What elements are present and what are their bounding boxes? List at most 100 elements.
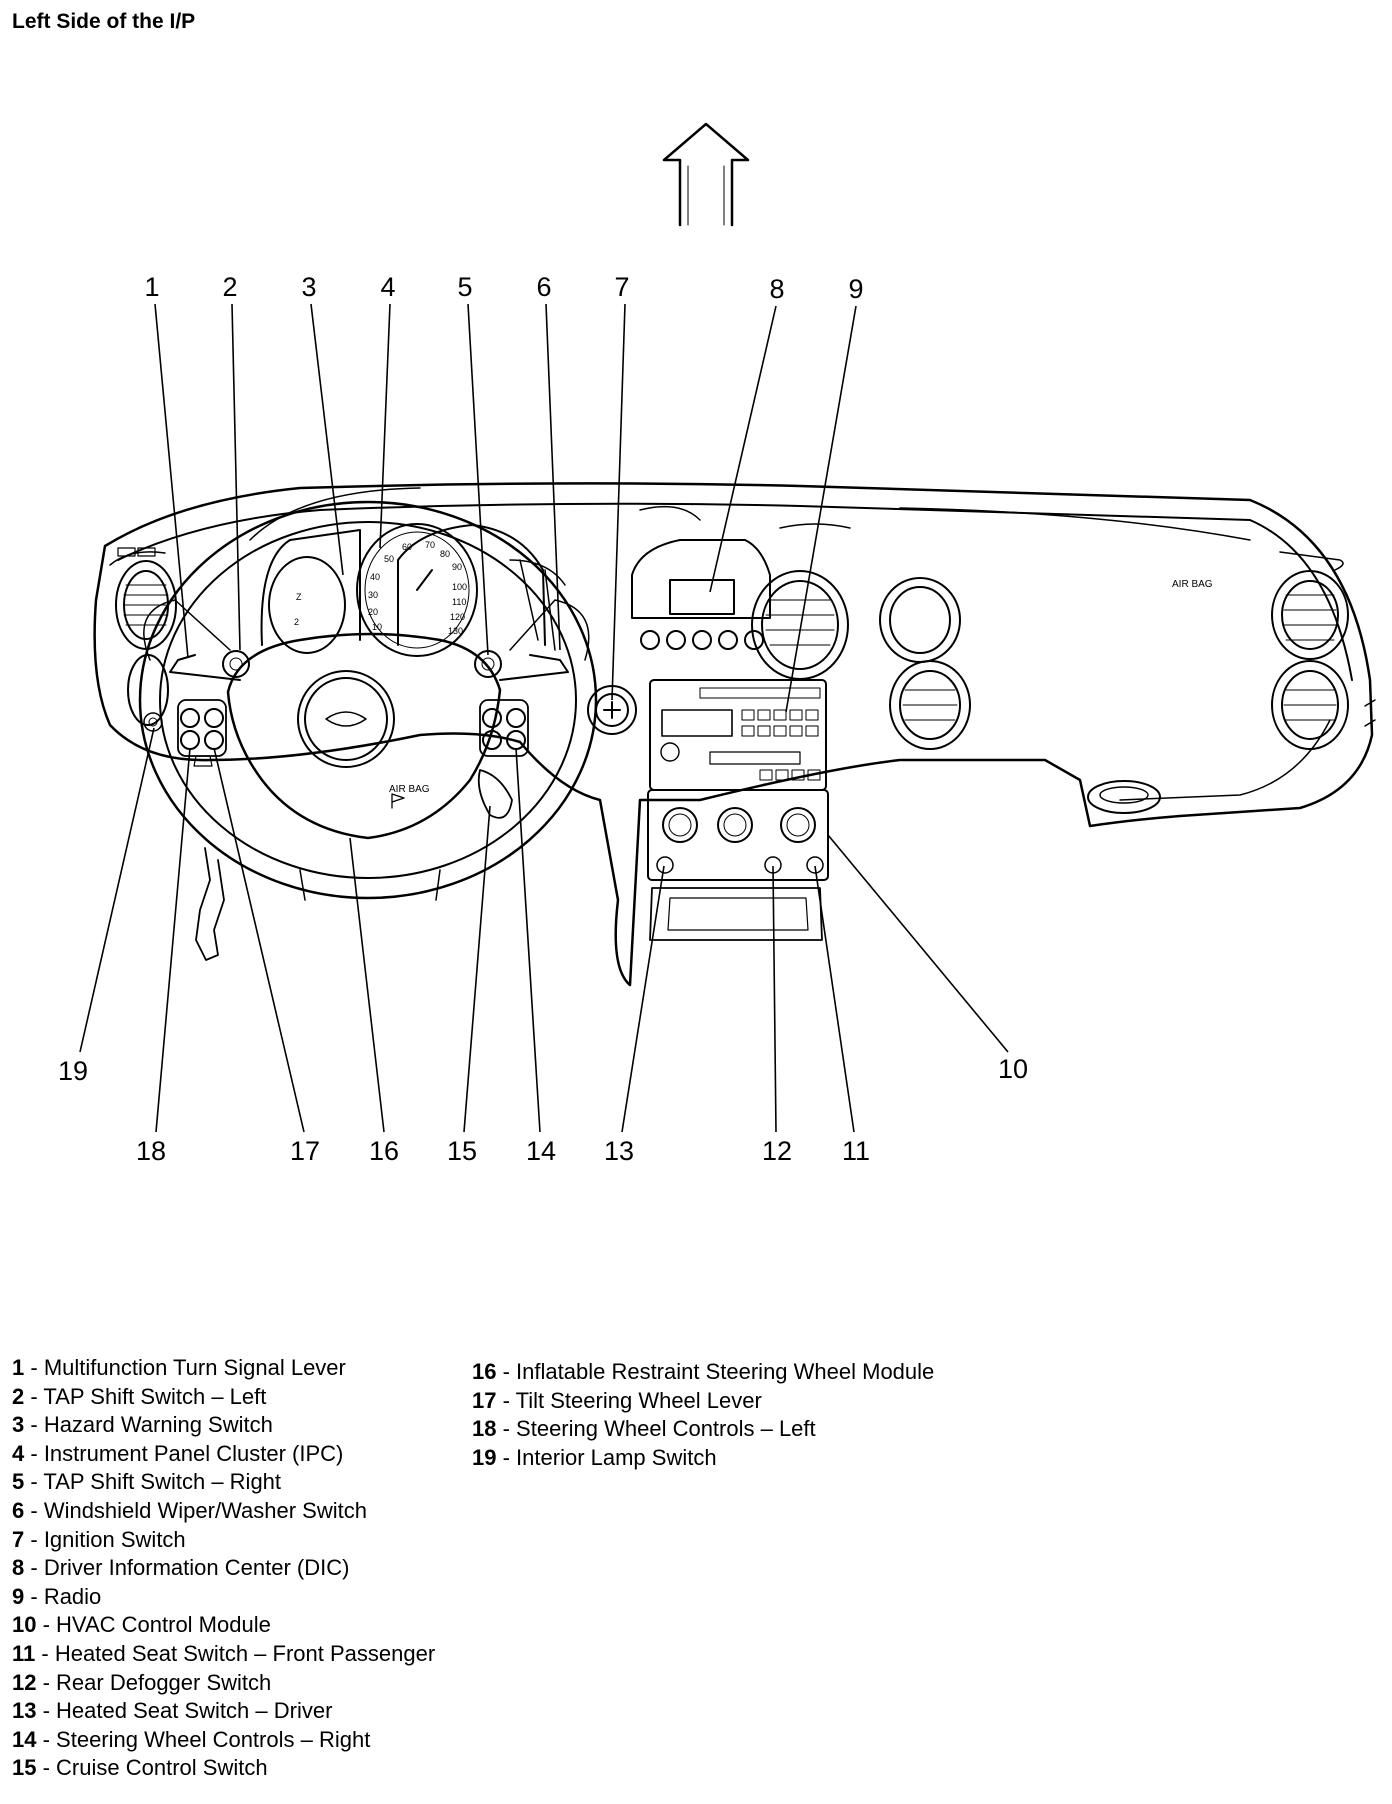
legend-number: 17	[472, 1387, 497, 1413]
legend-number: 9	[12, 1583, 25, 1609]
air-bag-dash-label: AIR BAG	[1172, 579, 1213, 590]
callout-3: 3	[301, 272, 316, 302]
callout-1: 1	[144, 272, 159, 302]
legend-text: TAP Shift Switch – Right	[43, 1469, 282, 1495]
leader-line-11	[814, 865, 855, 1133]
legend-text: Ignition Switch	[43, 1526, 186, 1552]
legend-separator: -	[496, 1444, 517, 1470]
callout-11: 11	[842, 1136, 870, 1166]
legend-text: Windshield Wiper/Washer Switch	[43, 1497, 367, 1523]
legend-item: 16 - Inflatable Restraint Steering Wheel…	[472, 1358, 934, 1387]
legend-item: 4 - Instrument Panel Cluster (IPC)	[12, 1440, 435, 1469]
legend-number: 5	[12, 1469, 25, 1495]
legend-text: Heated Seat Switch – Front Passenger	[54, 1640, 436, 1666]
legend-number: 6	[12, 1497, 25, 1523]
forward-arrow-icon	[662, 122, 750, 227]
legend-separator: -	[496, 1359, 517, 1384]
svg-text:100: 100	[452, 582, 467, 592]
glovebox-latch-icon	[1087, 780, 1161, 814]
svg-text:60: 60	[402, 542, 412, 552]
legend-text: HVAC Control Module	[56, 1612, 271, 1638]
interior-lamp-switch-icon	[143, 712, 163, 732]
leader-line-13	[621, 865, 665, 1133]
legend-number: 4	[12, 1440, 25, 1466]
air-bag-wheel-label: AIR BAG	[389, 784, 430, 795]
legend-item: 12 - Rear Defogger Switch	[12, 1669, 435, 1698]
callout-5: 5	[457, 272, 472, 302]
callout-7: 7	[614, 272, 629, 302]
callout-12: 12	[762, 1136, 792, 1166]
legend-text: Radio	[43, 1583, 102, 1609]
callout-18: 18	[136, 1136, 166, 1166]
leader-line-5	[467, 303, 489, 656]
legend-text: Heated Seat Switch – Driver	[56, 1698, 333, 1724]
callout-19: 19	[58, 1056, 88, 1086]
legend-item: 17 - Tilt Steering Wheel Lever	[472, 1387, 934, 1416]
leader-line-7	[611, 303, 626, 701]
legend-item: 19 - Interior Lamp Switch	[472, 1444, 934, 1473]
legend-text: Tilt Steering Wheel Lever	[515, 1387, 762, 1413]
legend-separator: -	[35, 1640, 55, 1666]
legend-number: 12	[12, 1669, 37, 1695]
legend-text: Hazard Warning Switch	[43, 1412, 273, 1438]
legend-number: 7	[12, 1526, 25, 1552]
callout-9: 9	[848, 274, 863, 304]
center-vent-icon	[751, 570, 971, 750]
legend-separator: -	[24, 1355, 44, 1380]
svg-text:30: 30	[368, 590, 378, 600]
svg-text:80: 80	[440, 549, 450, 559]
legend-separator: -	[24, 1583, 44, 1609]
svg-text:2: 2	[294, 617, 299, 627]
legend-separator: -	[36, 1755, 57, 1781]
legend-separator: -	[24, 1440, 44, 1466]
legend-number: 3	[12, 1412, 25, 1438]
turn-signal-lever	[169, 650, 250, 681]
leader-line-9	[785, 305, 857, 713]
leader-line-15	[463, 805, 491, 1133]
center-storage-bin	[649, 887, 823, 941]
callout-6: 6	[536, 272, 551, 302]
callout-4: 4	[380, 272, 395, 302]
callout-17: 17	[290, 1136, 320, 1166]
svg-text:20: 20	[368, 607, 378, 617]
legend-text: Steering Wheel Controls – Left	[516, 1416, 816, 1442]
svg-text:50: 50	[384, 554, 394, 564]
leader-line-2	[231, 303, 241, 651]
legend-separator: -	[24, 1383, 44, 1409]
legend-number: 14	[12, 1726, 37, 1752]
legend-item: 1 - Multifunction Turn Signal Lever	[12, 1354, 435, 1383]
leader-line-10	[827, 834, 1009, 1053]
legend-separator: -	[24, 1469, 44, 1495]
leader-line-19	[79, 727, 155, 1053]
steering-wheel	[138, 500, 598, 901]
callout-16: 16	[369, 1136, 399, 1166]
legend-item: 14 - Steering Wheel Controls – Right	[12, 1726, 435, 1755]
legend-text: Multifunction Turn Signal Lever	[43, 1355, 346, 1380]
legend-number: 2	[12, 1383, 25, 1409]
legend-separator: -	[24, 1526, 44, 1552]
leader-line-4	[379, 303, 391, 549]
leader-line-18	[155, 747, 191, 1133]
leader-line-3	[310, 303, 344, 576]
driver-information-center	[631, 539, 771, 650]
legend-text: Steering Wheel Controls – Right	[56, 1726, 371, 1752]
legend-right: 16 - Inflatable Restraint Steering Wheel…	[472, 1358, 934, 1472]
svg-text:Z: Z	[296, 592, 302, 602]
instrument-panel-cluster	[260, 523, 566, 657]
callout-14: 14	[526, 1136, 556, 1166]
legend-text: TAP Shift Switch – Left	[43, 1383, 267, 1409]
leader-line-16	[349, 837, 385, 1133]
legend-separator: -	[36, 1612, 57, 1638]
svg-text:70: 70	[425, 540, 435, 550]
svg-text:10: 10	[372, 622, 382, 632]
legend-item: 15 - Cruise Control Switch	[12, 1754, 435, 1783]
legend-number: 18	[472, 1416, 497, 1442]
legend-number: 11	[12, 1640, 36, 1666]
leader-line-8	[709, 305, 777, 593]
legend-item: 11 - Heated Seat Switch – Front Passenge…	[12, 1640, 435, 1669]
legend-separator: -	[24, 1497, 44, 1523]
legend-item: 13 - Heated Seat Switch – Driver	[12, 1697, 435, 1726]
legend-item: 8 - Driver Information Center (DIC)	[12, 1554, 435, 1583]
legend-item: 18 - Steering Wheel Controls – Left	[472, 1415, 934, 1444]
